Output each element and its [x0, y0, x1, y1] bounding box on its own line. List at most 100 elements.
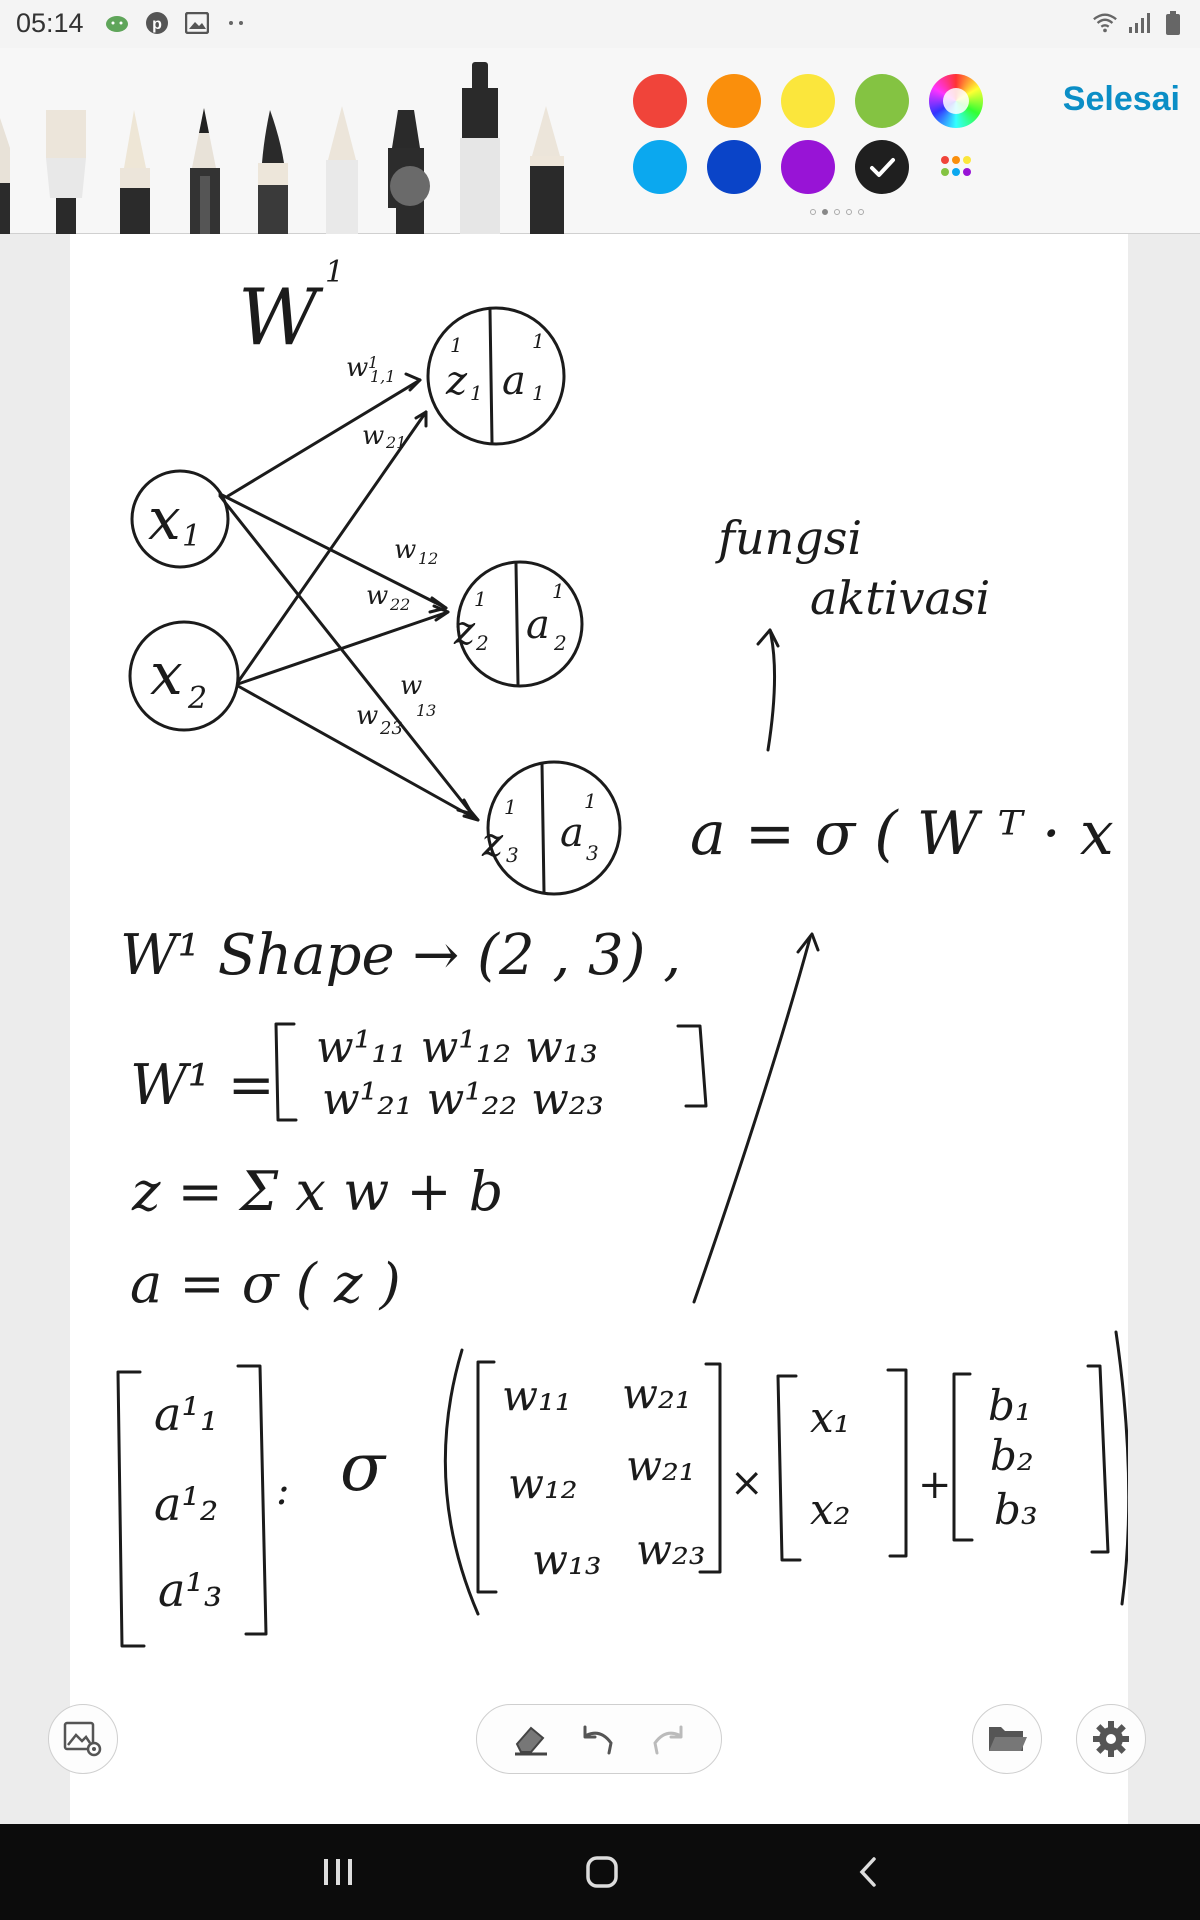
color-swatch-black-selected[interactable]: [855, 140, 909, 194]
vector-b-left-bracket: [952, 1372, 974, 1542]
svg-text:1,1: 1,1: [370, 367, 395, 386]
page-dot-active: [822, 209, 828, 215]
drawing-canvas-area: W 1 x 1 x 2 z 1: [0, 234, 1200, 1824]
svg-text:21: 21: [385, 433, 406, 452]
svg-text:23: 23: [379, 718, 403, 739]
eraser-button[interactable]: [506, 1714, 556, 1764]
pen-marker[interactable]: [388, 110, 430, 234]
page-dot: [858, 209, 864, 215]
matrix-row1: w¹₁₁ w¹₁₂ w₁₃: [316, 1022, 598, 1073]
svg-text:2: 2: [553, 631, 567, 655]
svg-text:1: 1: [474, 587, 487, 611]
svg-text:w: w: [362, 421, 384, 451]
input-subscript: 1: [182, 519, 201, 554]
svg-text:3: 3: [586, 841, 599, 865]
vector-x-2: x₂: [810, 1485, 851, 1534]
home-button[interactable]: [572, 1844, 632, 1900]
vector-a-right-bracket: [236, 1364, 268, 1636]
undo-icon: [583, 1725, 613, 1755]
page-dot: [834, 209, 840, 215]
color-swatch-blue[interactable]: [707, 140, 761, 194]
recents-button[interactable]: [308, 1844, 368, 1900]
settings-button[interactable]: [1076, 1704, 1146, 1774]
matrix-right-bracket: [676, 1024, 708, 1108]
color-swatch-orange[interactable]: [707, 74, 761, 128]
vector-b-3: b₃: [994, 1485, 1038, 1534]
eraser-icon: [515, 1726, 547, 1756]
home-icon: [586, 1856, 618, 1888]
color-swatch-red[interactable]: [633, 74, 687, 128]
status-icons-right: [1092, 10, 1186, 36]
sigma-symbol: σ: [340, 1429, 387, 1506]
done-button[interactable]: Selesai: [1062, 80, 1180, 118]
color-swatch-green[interactable]: [855, 74, 909, 128]
layer-title: W: [238, 273, 324, 363]
times-sign: ×: [730, 1460, 764, 1506]
plus-sign: +: [918, 1462, 952, 1508]
status-icons-left: p: [104, 10, 250, 36]
pen-highlighter[interactable]: [460, 62, 500, 234]
color-swatch-purple[interactable]: [781, 140, 835, 194]
color-swatch-yellow[interactable]: [781, 74, 835, 128]
back-button[interactable]: [838, 1844, 898, 1900]
svg-text:w: w: [400, 671, 422, 701]
pen-selector: [0, 48, 590, 234]
edit-controls: [476, 1704, 722, 1774]
pen-fine-brush[interactable]: [258, 110, 288, 234]
svg-text:w: w: [394, 535, 416, 565]
undo-button[interactable]: [574, 1714, 624, 1764]
battery-icon: [1160, 10, 1186, 36]
more-colors-icon[interactable]: [929, 140, 983, 194]
input-label: x: [150, 640, 183, 708]
svg-text:a: a: [560, 810, 584, 856]
signal-icon: [1126, 10, 1152, 36]
pen-ink[interactable]: [530, 106, 564, 234]
pen-flat-brush[interactable]: [46, 110, 86, 234]
svg-text:1: 1: [504, 795, 517, 819]
neuron-3: z 1 3 a 1 3: [481, 760, 622, 896]
image-settings-button[interactable]: [48, 1704, 118, 1774]
vector-b-1: b₁: [988, 1381, 1032, 1430]
svg-text:2: 2: [475, 631, 489, 655]
input-subscript: 2: [187, 681, 207, 716]
matrix-equation: a¹₁ a¹₂ a¹₃ : σ w₁₁ w₂₁ w₁₂ w₂₁ w₁₃ w₂₃ …: [116, 1330, 1128, 1648]
redo-button[interactable]: [642, 1714, 692, 1764]
z-formula: z = Σ x w + b: [131, 1160, 503, 1223]
matrix-left-bracket: [274, 1022, 298, 1122]
svg-text:12: 12: [418, 549, 438, 568]
pen-calligraphy[interactable]: [120, 110, 150, 234]
layer-title-superscript: 1: [325, 255, 344, 290]
color-swatch-light-blue[interactable]: [633, 140, 687, 194]
folder-icon: [989, 1727, 1027, 1751]
vector-b-right-bracket: [1086, 1364, 1110, 1554]
page-dot: [810, 209, 816, 215]
gallery-icon: [184, 10, 210, 36]
vector-x-right-bracket: [886, 1368, 908, 1558]
pen-crayon[interactable]: [326, 106, 358, 234]
pen-fountain[interactable]: [190, 108, 220, 234]
note-page[interactable]: W 1 x 1 x 2 z 1: [70, 234, 1128, 1824]
vector-x-left-bracket: [776, 1374, 802, 1562]
image-settings-icon: [63, 1721, 102, 1757]
activation-note-line2: aktivasi: [810, 571, 990, 625]
weight-matrix-right-bracket: [698, 1362, 722, 1574]
weight-12: w₁₂: [508, 1459, 578, 1508]
checkmark-icon: [870, 158, 895, 177]
status-bar: 05:14 p: [0, 0, 1200, 48]
color-spectrum-picker[interactable]: [929, 74, 983, 128]
neuron-2: z 1 2 a 1 2: [453, 560, 584, 688]
open-folder-button[interactable]: [972, 1704, 1042, 1774]
weight-11: w₁₁: [502, 1371, 572, 1420]
palette-page-indicator: [810, 206, 890, 218]
recents-icon: [324, 1859, 352, 1885]
svg-text:z: z: [453, 608, 476, 654]
activation-note-line1: fungsi: [715, 511, 862, 565]
svg-text:1: 1: [532, 381, 545, 405]
pen-pencil[interactable]: [0, 118, 10, 234]
matrix-def-label: W¹ =: [130, 1053, 275, 1118]
a-formula: a = σ ( z ): [130, 1252, 401, 1315]
pen-toolbar: Selesai: [0, 48, 1200, 234]
svg-text:22: 22: [389, 595, 410, 614]
svg-text:z: z: [481, 820, 504, 866]
wifi-icon: [1092, 10, 1118, 36]
